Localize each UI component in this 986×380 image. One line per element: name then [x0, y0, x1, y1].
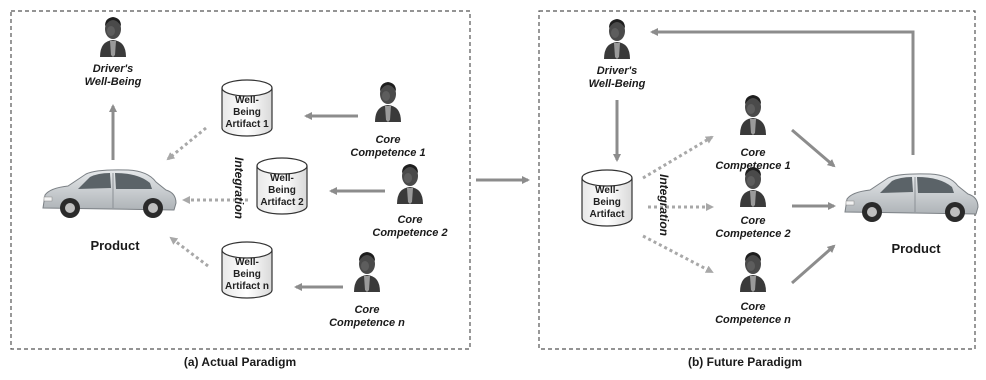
right-competence-1-person-icon [740, 95, 766, 135]
left-product-label: Product [90, 238, 140, 253]
right-competence-n-label: Core Competence n [715, 301, 791, 326]
left-artifact-1-label: Well- Being Artifact 1 [225, 95, 269, 130]
right-driver-person-icon [604, 19, 630, 59]
right-competence-2-person-icon [740, 167, 766, 207]
right-product-label: Product [891, 241, 941, 256]
left-artifactn-dotted-arrow [169, 236, 209, 268]
right-product-to-wellbeing-arrow [650, 28, 915, 155]
right-comp1-to-product-arrow [791, 128, 836, 168]
right-competence-1-label: Core Competence 1 [715, 147, 791, 172]
right-integration-label: Integration [657, 174, 671, 236]
right-car-icon [844, 173, 979, 223]
left-artifact-n-label: Well- Being Artifact n [225, 257, 269, 292]
left-panel-border [10, 10, 471, 350]
left-competence-2-label: Core Competence 2 [372, 214, 448, 239]
right-integration-arrow-n [642, 234, 714, 274]
left-car-icon [42, 169, 177, 219]
right-competence-n-person-icon [740, 252, 766, 292]
right-wellbeing-label: Driver's Well-Being [588, 65, 646, 90]
left-competence-1-person-icon [375, 82, 401, 122]
right-compn-to-product-arrow [791, 244, 836, 285]
right-competence-2-label: Core Competence 2 [715, 215, 791, 240]
right-caption: (b) Future Paradigm [687, 355, 802, 369]
left-driver-person-icon [100, 17, 126, 57]
left-artifact1-dotted-arrow [166, 126, 207, 161]
right-artifact-label: Well- Being Artifact [589, 185, 625, 220]
left-wellbeing-label: Driver's Well-Being [84, 63, 142, 88]
left-competence-n-person-icon [354, 252, 380, 292]
left-competence-n-label: Core Competence n [329, 304, 405, 329]
left-caption: (a) Actual Paradigm [183, 355, 297, 369]
right-panel-border [538, 10, 976, 350]
left-artifact-2-label: Well- Being Artifact 2 [260, 173, 304, 208]
left-integration-label: Integration [232, 157, 246, 219]
right-integration-arrow-1 [642, 135, 714, 180]
left-competence-2-person-icon [397, 164, 423, 204]
left-competence-1-label: Core Competence 1 [350, 134, 426, 159]
